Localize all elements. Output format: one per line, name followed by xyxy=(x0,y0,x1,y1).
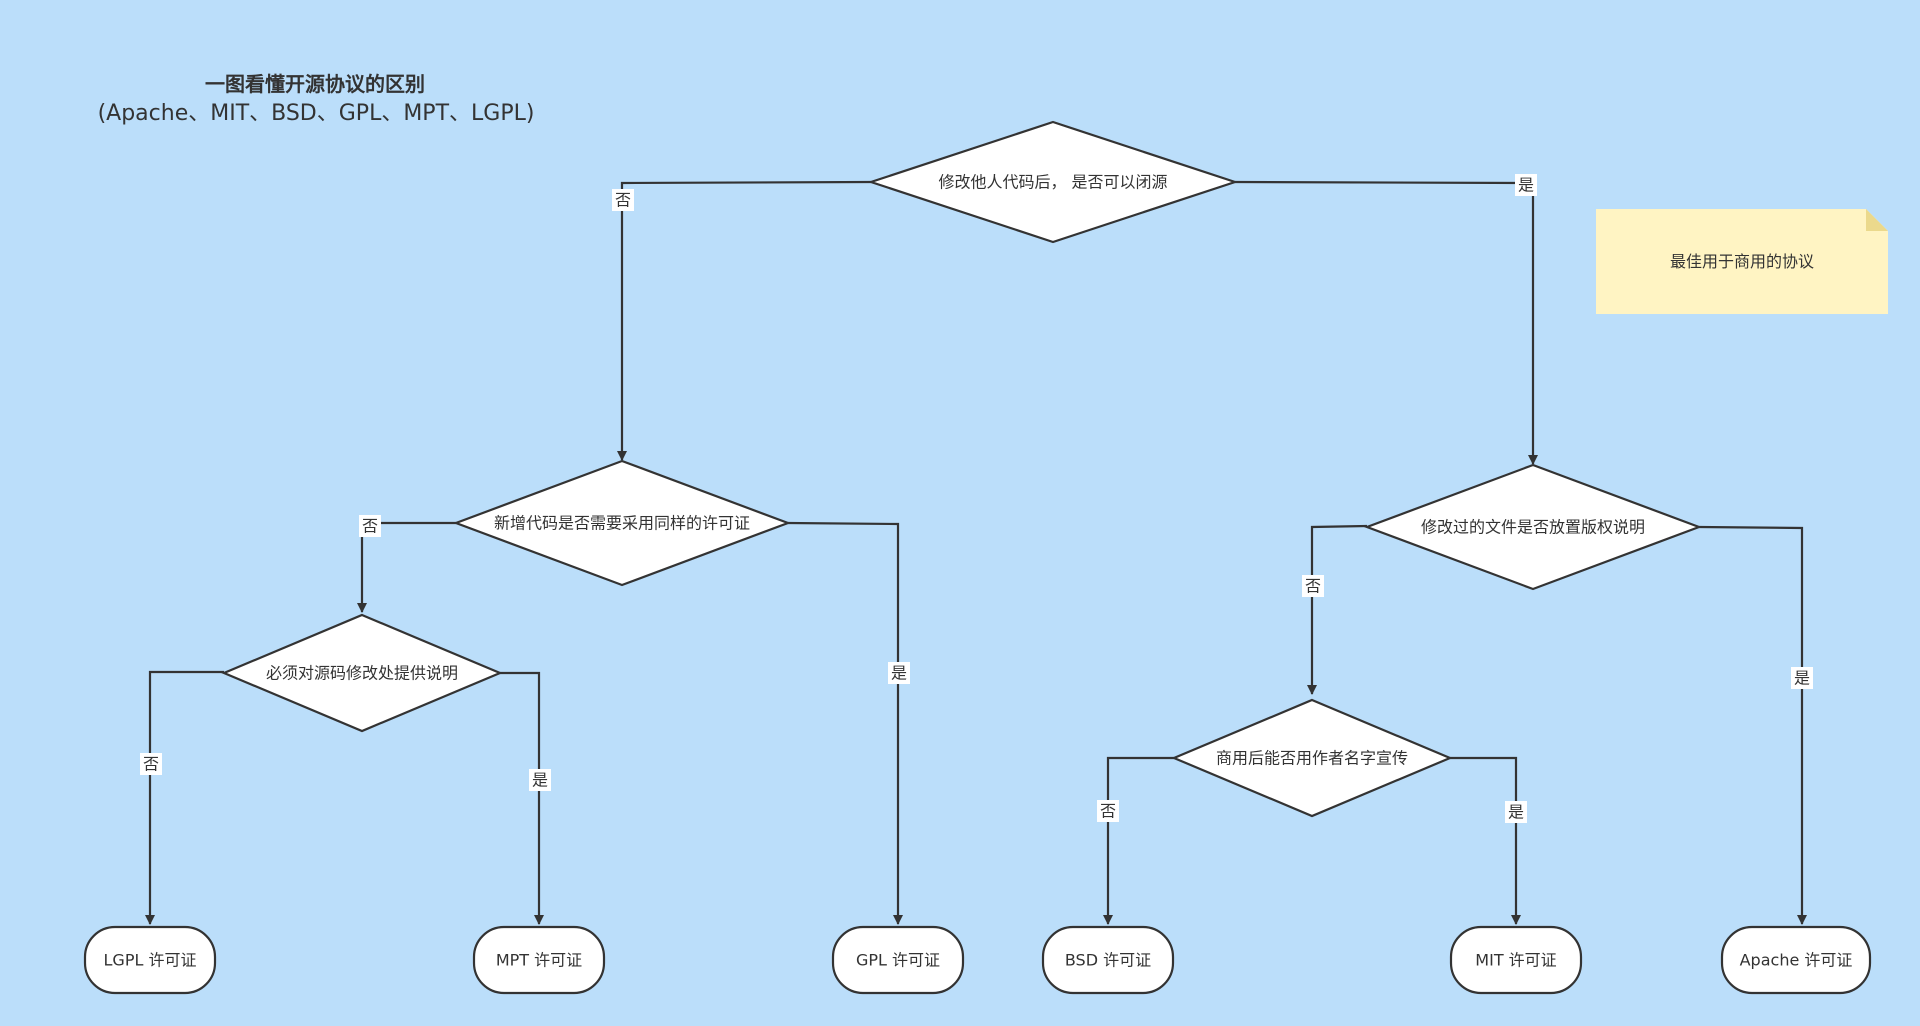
edges-layer xyxy=(145,180,1807,925)
edge-label-e5: 否 xyxy=(140,753,162,775)
decision-diamond xyxy=(867,120,1239,244)
diagram-subtitle: (Apache、MIT、BSD、GPL、MPT、LGPL) xyxy=(97,101,535,126)
edge-label-background xyxy=(1791,667,1813,689)
license-text: GPL 许可证 xyxy=(856,951,940,970)
note-layer: 最佳用于商用的协议 xyxy=(1596,209,1888,314)
edge-label-text: 是 xyxy=(1508,803,1524,822)
edge-label-e2: 是 xyxy=(1515,174,1537,196)
edge-d1-to-d2 xyxy=(617,180,872,461)
license-box xyxy=(1041,925,1175,995)
license-node-t6: Apache 许可证 xyxy=(1720,925,1872,995)
edge-label-background xyxy=(1515,174,1537,196)
edge-d4-to-t2 xyxy=(500,671,544,925)
license-box xyxy=(831,925,965,995)
edge-label-e1: 否 xyxy=(612,189,634,211)
decision-text: 商用后能否用作者名字宣传 xyxy=(1216,749,1408,768)
edge-label-background xyxy=(140,753,162,775)
edge-labels-layer: 否是否是否是否是否是 xyxy=(140,174,1813,823)
edge-d3-to-t6 xyxy=(1698,525,1807,925)
license-node-t5: MIT 许可证 xyxy=(1449,925,1583,995)
edge-label-e9: 否 xyxy=(1097,800,1119,822)
sticky-note-body xyxy=(1596,209,1888,314)
edge-d5-to-t4 xyxy=(1103,756,1174,925)
license-text: LGPL 许可证 xyxy=(104,951,197,970)
edge-label-background xyxy=(1097,800,1119,822)
sticky-note-fold xyxy=(1866,209,1888,231)
decision-text: 新增代码是否需要采用同样的许可证 xyxy=(494,514,750,533)
license-box xyxy=(1449,925,1583,995)
license-box xyxy=(1720,925,1872,995)
license-node-t2: MPT 许可证 xyxy=(472,925,606,995)
sticky-note: 最佳用于商用的协议 xyxy=(1596,209,1888,314)
edge-label-text: 否 xyxy=(1305,577,1321,596)
edge-label-background xyxy=(612,189,634,211)
license-node-t3: GPL 许可证 xyxy=(831,925,965,995)
decision-text: 修改他人代码后， 是否可以闭源 xyxy=(938,173,1167,192)
sticky-note-text: 最佳用于商用的协议 xyxy=(1670,252,1814,271)
edge-label-text: 是 xyxy=(1518,176,1534,195)
license-text: Apache 许可证 xyxy=(1740,951,1853,970)
edge-d2-to-t3 xyxy=(787,521,903,925)
edge-label-e8: 是 xyxy=(1791,667,1813,689)
decision-node-d2: 新增代码是否需要采用同样的许可证 xyxy=(452,459,792,587)
edge-label-text: 否 xyxy=(1100,802,1116,821)
license-text: MPT 许可证 xyxy=(496,951,582,970)
edge-label-text: 是 xyxy=(1794,669,1810,688)
edge-d4-to-t1 xyxy=(145,670,224,925)
license-text: MIT 许可证 xyxy=(1475,951,1556,970)
license-node-t1: LGPL 许可证 xyxy=(83,925,217,995)
edge-label-e4: 是 xyxy=(888,662,910,684)
edge-label-background xyxy=(1505,801,1527,823)
decision-node-d4: 必须对源码修改处提供说明 xyxy=(221,613,503,733)
decision-diamond xyxy=(221,613,503,733)
decision-text: 修改过的文件是否放置版权说明 xyxy=(1421,518,1645,537)
edge-label-e10: 是 xyxy=(1505,801,1527,823)
decision-diamond xyxy=(452,459,792,587)
decision-text: 必须对源码修改处提供说明 xyxy=(266,664,458,683)
decision-diamond xyxy=(1171,698,1453,818)
edge-d1-to-d3 xyxy=(1234,180,1538,465)
edge-label-text: 否 xyxy=(362,517,378,536)
license-box xyxy=(83,925,217,995)
edge-label-text: 否 xyxy=(143,755,159,774)
decision-node-d5: 商用后能否用作者名字宣传 xyxy=(1171,698,1453,818)
decision-node-d1: 修改他人代码后， 是否可以闭源 xyxy=(867,120,1239,244)
edge-label-text: 否 xyxy=(615,191,631,210)
edge-label-background xyxy=(529,769,551,791)
license-node-t4: BSD 许可证 xyxy=(1041,925,1175,995)
edge-label-e6: 是 xyxy=(529,769,551,791)
edge-label-e3: 否 xyxy=(359,515,381,537)
decision-diamond xyxy=(1363,463,1703,591)
edge-label-e7: 否 xyxy=(1302,575,1324,597)
edge-label-text: 是 xyxy=(891,664,907,683)
diagram-title: 一图看懂开源协议的区别 xyxy=(205,72,425,96)
edge-label-background xyxy=(1302,575,1324,597)
edge-d3-to-d5 xyxy=(1307,524,1368,695)
license-box xyxy=(472,925,606,995)
edge-label-text: 是 xyxy=(532,771,548,790)
license-text: BSD 许可证 xyxy=(1065,951,1151,970)
edge-label-background xyxy=(888,662,910,684)
edge-d5-to-t5 xyxy=(1450,756,1521,925)
decision-node-d3: 修改过的文件是否放置版权说明 xyxy=(1363,463,1703,591)
edge-label-background xyxy=(359,515,381,537)
